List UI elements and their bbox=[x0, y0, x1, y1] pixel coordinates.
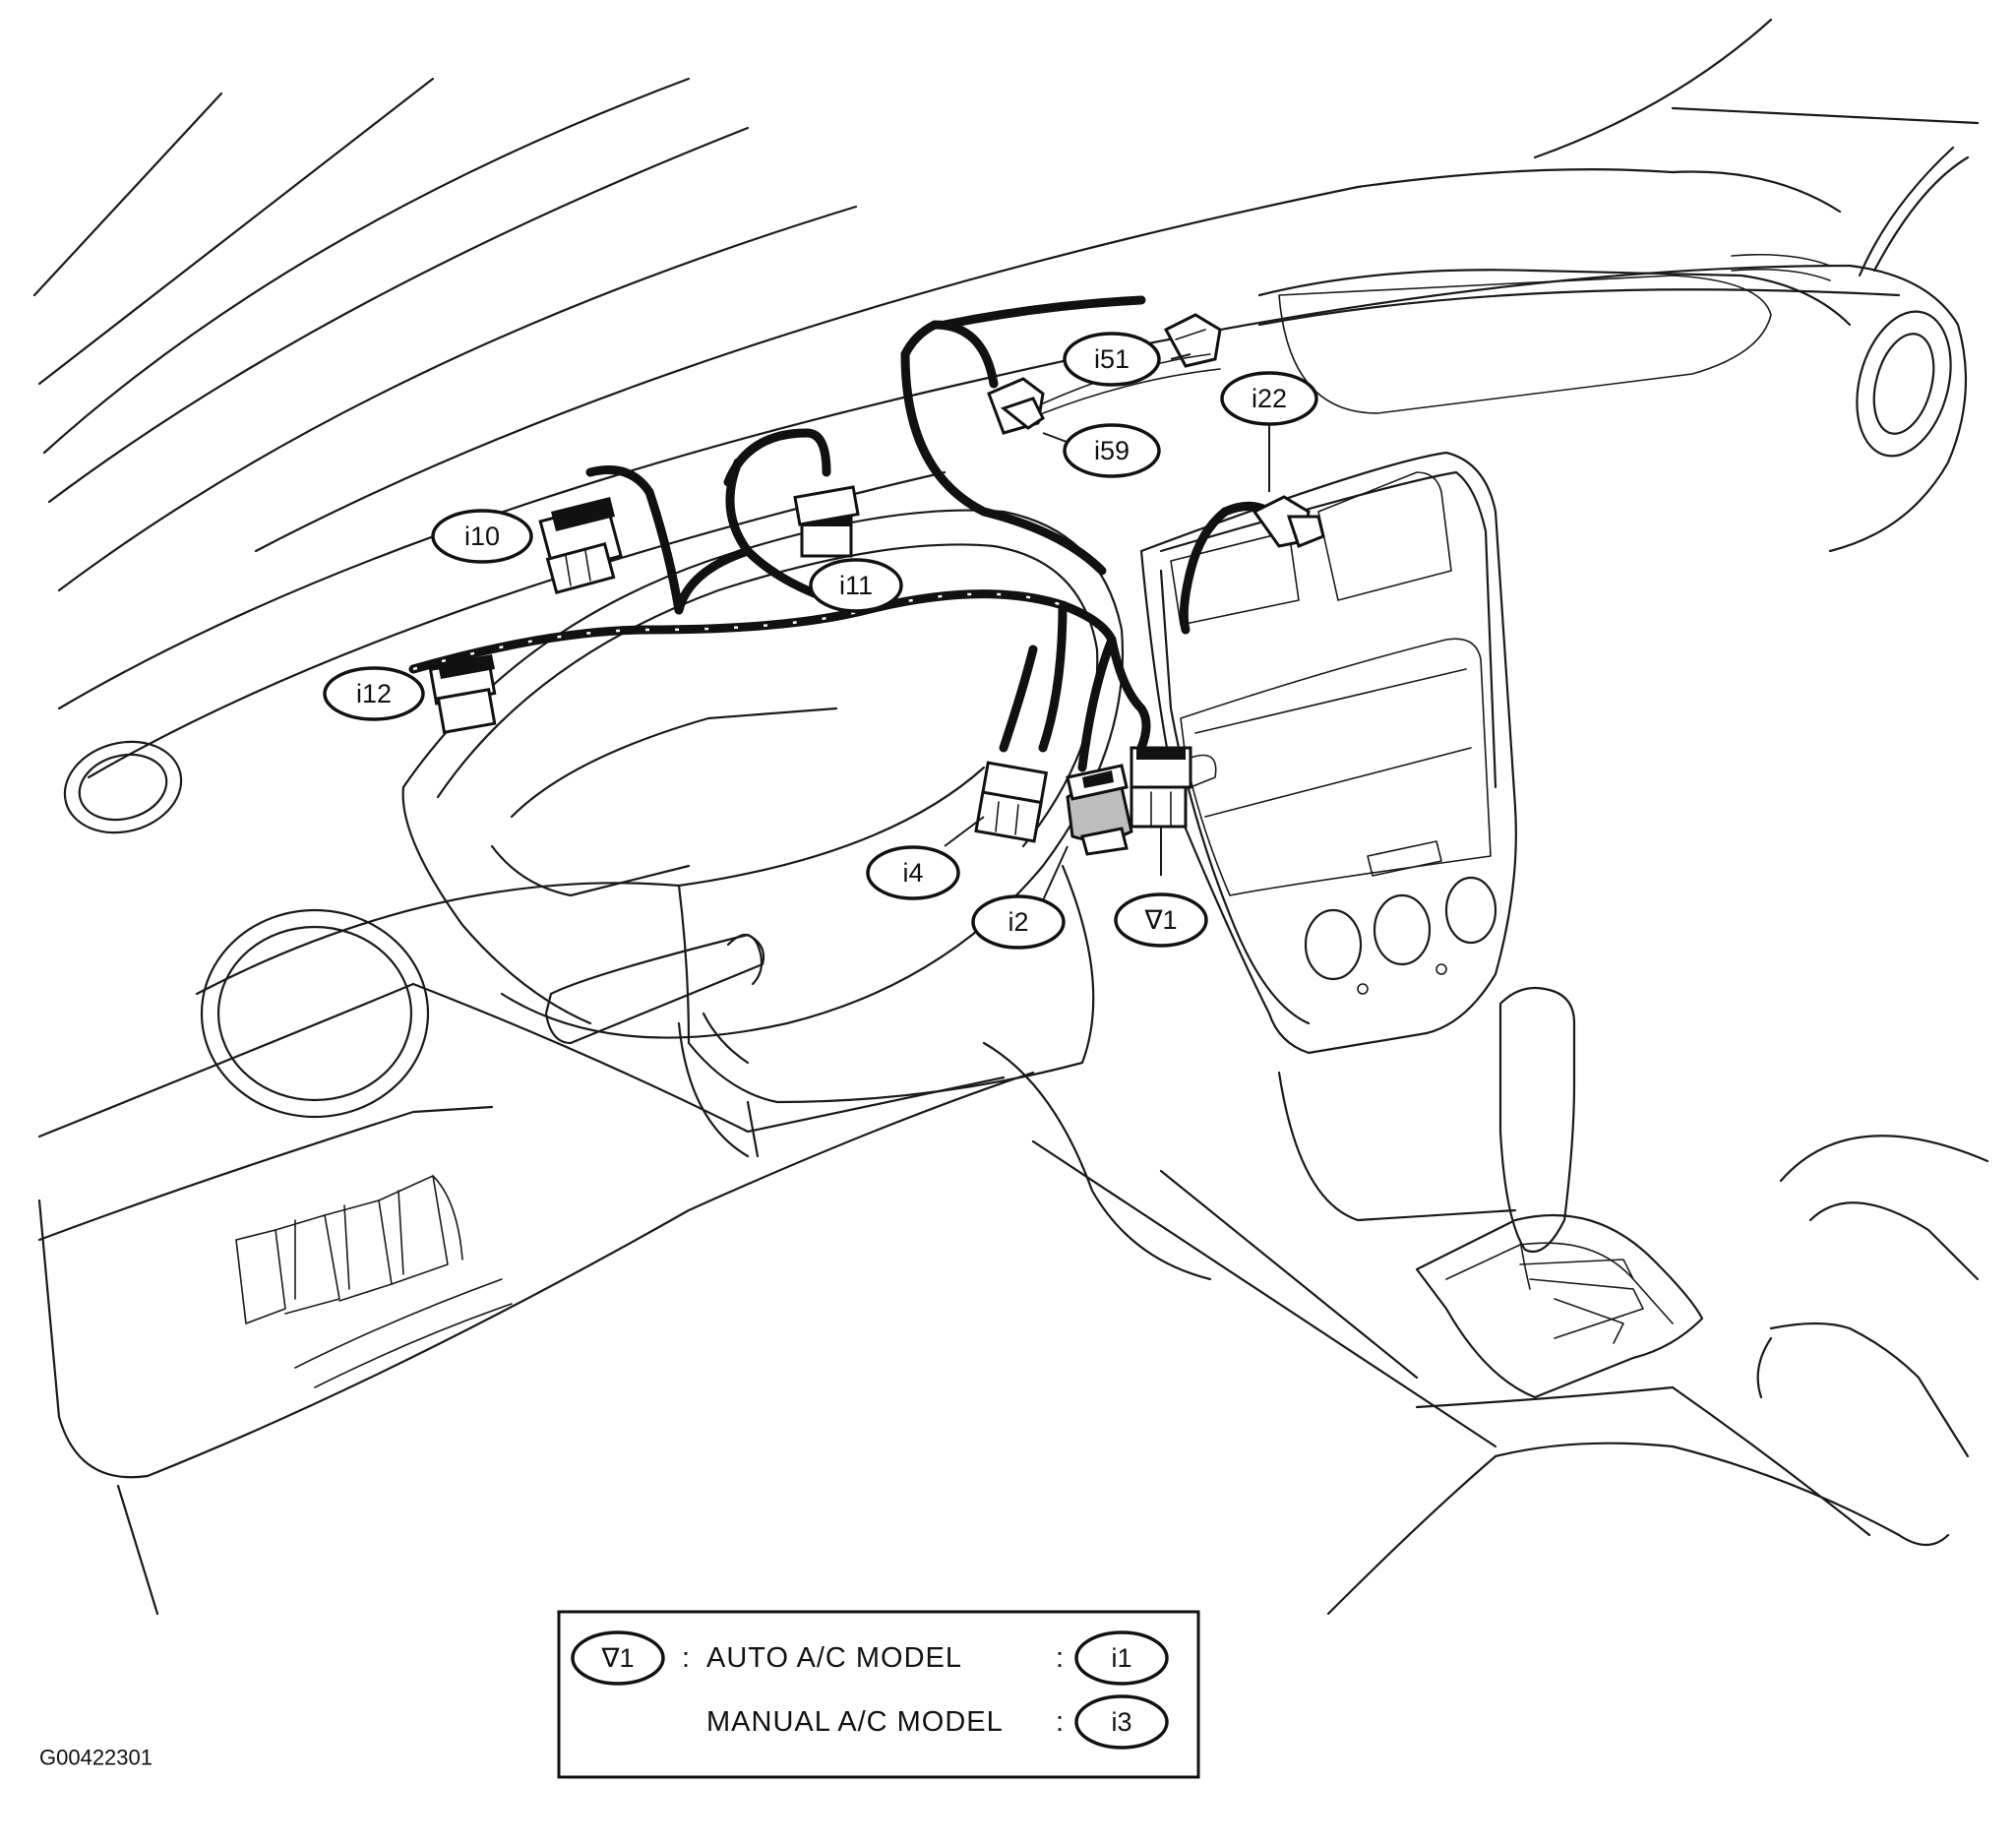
callout-i59: i59 bbox=[1063, 423, 1161, 478]
connector-i10 bbox=[538, 497, 623, 594]
connector-i12 bbox=[428, 654, 497, 734]
seats-floor bbox=[1326, 1135, 1989, 1616]
legend-auto-separator: : bbox=[682, 1642, 691, 1674]
windshield-lines bbox=[32, 18, 1980, 592]
callout-i51: i51 bbox=[1063, 332, 1161, 387]
connector-star1 bbox=[1130, 746, 1217, 829]
legend-auto-connector: i1 bbox=[1111, 1643, 1131, 1673]
legend-manual-colon: : bbox=[1056, 1706, 1065, 1738]
callout-i12-text: i12 bbox=[356, 679, 392, 708]
legend: ∇1 : AUTO A/C MODEL : i1 MANUAL A/C MODE… bbox=[557, 1610, 1200, 1779]
callout-i22: i22 bbox=[1220, 371, 1318, 426]
callout-i59-text: i59 bbox=[1094, 436, 1130, 465]
wiper-stalk bbox=[544, 933, 765, 1065]
callout-i2-text: i2 bbox=[1008, 907, 1028, 937]
legend-manual-connector: i3 bbox=[1111, 1707, 1131, 1737]
connector-i59 bbox=[987, 353, 1221, 435]
callout-i4: i4 bbox=[866, 845, 960, 900]
callout-i51-text: i51 bbox=[1094, 344, 1130, 374]
callout-star1-text: ∇1 bbox=[1143, 905, 1177, 935]
gear-shifter bbox=[1415, 986, 1704, 1399]
callout-i2: i2 bbox=[971, 894, 1066, 950]
dashboard-top bbox=[57, 253, 1968, 779]
left-lower-vent bbox=[200, 908, 430, 1119]
callout-i11-text: i11 bbox=[839, 571, 873, 600]
callout-i10: i10 bbox=[431, 509, 533, 564]
connector-i51 bbox=[1163, 313, 1222, 368]
connector-i11 bbox=[793, 485, 860, 558]
legend-star-tag: ∇1 bbox=[600, 1643, 634, 1673]
legend-auto-text: AUTO A/C MODEL bbox=[706, 1642, 962, 1674]
callout-i22-text: i22 bbox=[1252, 384, 1287, 413]
connector-i4 bbox=[974, 761, 1049, 843]
legend-auto-colon: : bbox=[1056, 1642, 1065, 1674]
callout-i11: i11 bbox=[809, 558, 903, 613]
leader-lines bbox=[944, 353, 1270, 901]
switch-bank bbox=[235, 1175, 513, 1388]
callout-star1: ∇1 bbox=[1114, 892, 1208, 948]
callout-i10-text: i10 bbox=[464, 522, 500, 551]
callout-i4-text: i4 bbox=[902, 858, 923, 888]
callout-i12: i12 bbox=[323, 666, 425, 721]
left-upper-vent bbox=[63, 740, 183, 834]
connector-i22 bbox=[1252, 495, 1325, 548]
connector-i2 bbox=[1066, 764, 1133, 856]
dashboard-lower-body bbox=[37, 766, 1517, 1616]
legend-manual-text: MANUAL A/C MODEL bbox=[706, 1706, 1004, 1738]
figure-id: G00422301 bbox=[39, 1746, 153, 1770]
right-air-vent bbox=[1856, 310, 1952, 458]
